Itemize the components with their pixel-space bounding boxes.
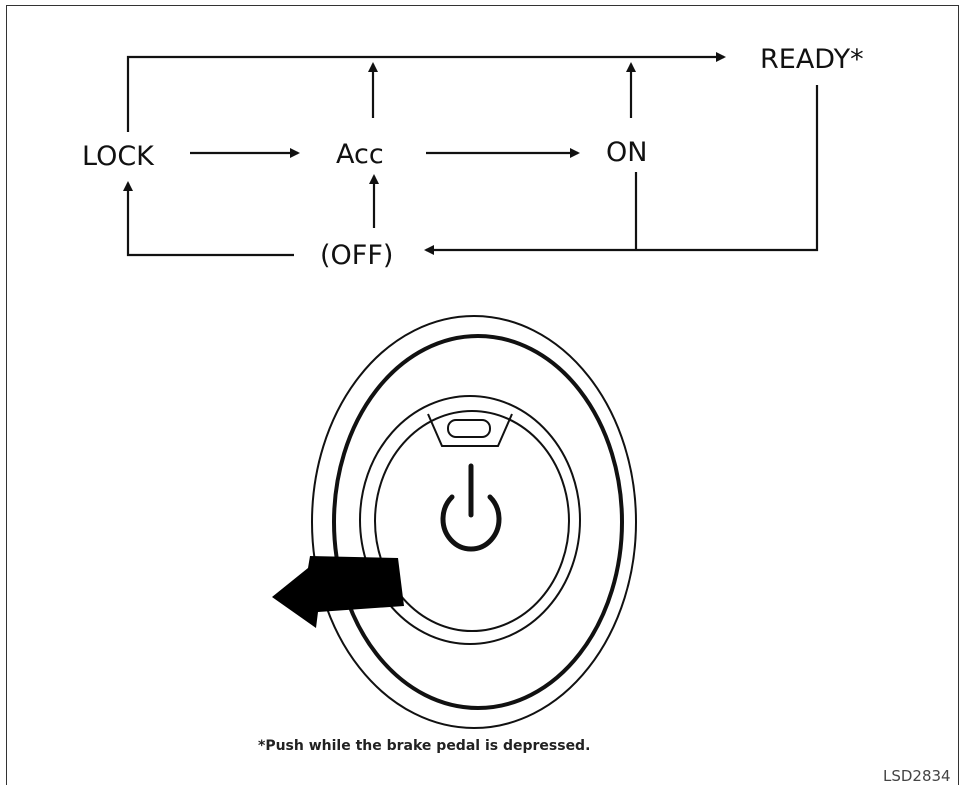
footnote: *Push while the brake pedal is depressed… [258, 738, 590, 754]
indicator-housing [428, 414, 512, 446]
button-outer-ring [360, 396, 580, 644]
button-face [375, 411, 569, 631]
state-acc-label: Acc [336, 139, 384, 170]
state-ready-label: READY* [760, 44, 864, 75]
figure-id: LSD2834 [883, 767, 951, 782]
state-off-label: (OFF) [320, 240, 393, 271]
bezel-ring [334, 336, 622, 708]
arrow-lock-to-ready [128, 57, 724, 132]
state-flow [128, 57, 817, 255]
push-arrow-icon [272, 556, 404, 628]
state-lock-label: LOCK [82, 141, 155, 172]
power-icon [443, 466, 499, 549]
indicator-light [448, 420, 490, 437]
state-on-label: ON [606, 137, 647, 168]
arrow-off-to-lock [128, 183, 294, 255]
push-button-illustration [312, 316, 636, 728]
